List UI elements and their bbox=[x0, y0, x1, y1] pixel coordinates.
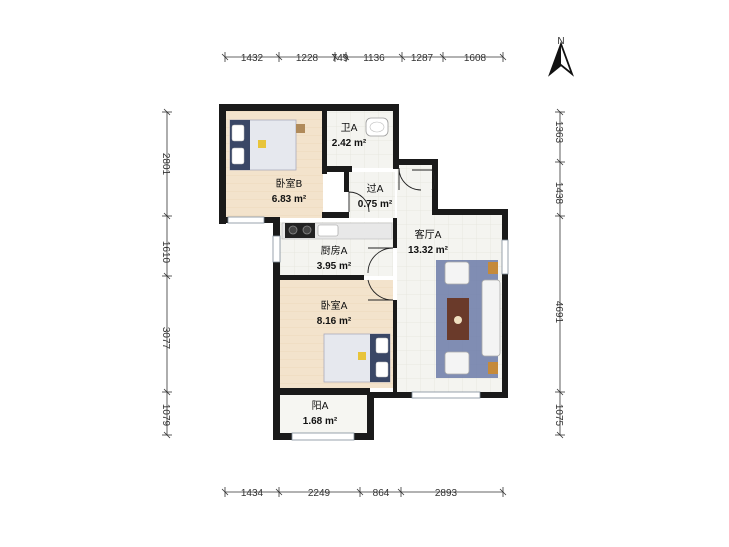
bed-b bbox=[229, 119, 305, 171]
top-dim-label: 1432 bbox=[241, 53, 264, 64]
room-name: 卧室B bbox=[276, 177, 303, 190]
room-area: 13.32 m² bbox=[408, 245, 449, 256]
bottom-dim-label: 864 bbox=[373, 488, 390, 499]
room-area: 1.68 m² bbox=[303, 416, 338, 427]
room-area: 3.95 m² bbox=[317, 261, 352, 272]
dimension-tick bbox=[398, 53, 406, 61]
top-dim-label: 1287 bbox=[411, 53, 434, 64]
dimension-tick bbox=[556, 158, 564, 166]
top-dim-label: 1136 bbox=[363, 53, 385, 64]
bathroom-fixtures bbox=[365, 117, 389, 137]
room-labels: 卫A 2.42 m² 卧室B 6.83 m² 过A 0.75 m² 厨房A 3.… bbox=[272, 123, 449, 427]
dimension-tick bbox=[221, 488, 229, 496]
bottom-dim-label: 2893 bbox=[435, 488, 458, 499]
dimension-tick bbox=[163, 108, 171, 116]
dimension-tick bbox=[556, 431, 564, 439]
kitchen-fixtures bbox=[281, 222, 393, 240]
dimension-tick bbox=[221, 53, 229, 61]
dimension-tick bbox=[275, 488, 283, 496]
room-area: 6.83 m² bbox=[272, 194, 307, 205]
right-dim-label: 1363 bbox=[553, 121, 564, 144]
dimension-tick bbox=[163, 388, 171, 396]
room-name: 厨房A bbox=[321, 244, 348, 257]
right-dim-label: 1075 bbox=[553, 404, 564, 427]
room-area: 0.75 m² bbox=[358, 199, 393, 210]
room-name: 阳A bbox=[312, 400, 329, 412]
sink-icon bbox=[317, 224, 339, 237]
dimension-tick bbox=[163, 431, 171, 439]
dimension-tick bbox=[356, 488, 364, 496]
bottom-dim-label: 2249 bbox=[308, 488, 331, 499]
dimension-tick bbox=[163, 212, 171, 220]
dimension-tick bbox=[439, 53, 447, 61]
windows bbox=[227, 216, 509, 441]
right-dim-label: 1438 bbox=[553, 182, 564, 205]
dimension-tick bbox=[331, 53, 339, 61]
bottom-dim-label: 1434 bbox=[241, 488, 264, 499]
room-area: 2.42 m² bbox=[332, 138, 367, 149]
left-dim-label: 3077 bbox=[160, 327, 171, 350]
north-arrow-icon: N bbox=[548, 36, 574, 77]
top-dim-label: 1608 bbox=[464, 53, 487, 64]
dimension-tick bbox=[275, 53, 283, 61]
dimension-tick bbox=[499, 488, 507, 496]
right-dim-label: 4691 bbox=[553, 301, 564, 324]
top-dim-label: 1228 bbox=[296, 53, 319, 64]
room-name: 过A bbox=[367, 182, 384, 195]
left-dimension-line bbox=[162, 108, 172, 439]
doors bbox=[348, 167, 436, 301]
dimension-tick bbox=[397, 488, 405, 496]
dimension-tick bbox=[163, 272, 171, 280]
balcony-floor bbox=[280, 395, 370, 439]
sofa-icon bbox=[481, 279, 501, 357]
left-dim-label: 2801 bbox=[160, 153, 171, 176]
top-dimension-line bbox=[221, 52, 507, 62]
dimension-tick bbox=[556, 212, 564, 220]
room-name: 卧室A bbox=[321, 299, 348, 312]
left-dim-label: 1610 bbox=[160, 241, 171, 264]
bed-a bbox=[323, 333, 391, 383]
dimension-tick bbox=[556, 388, 564, 396]
room-name: 卫A bbox=[341, 123, 358, 134]
dimension-tick bbox=[342, 53, 350, 61]
armchair-icon bbox=[444, 261, 470, 285]
dimension-tick bbox=[556, 108, 564, 116]
living-furniture bbox=[444, 261, 501, 375]
hallway-floor bbox=[349, 172, 395, 218]
room-area: 8.16 m² bbox=[317, 316, 352, 327]
bottom-dimension-line bbox=[221, 487, 507, 497]
dimension-tick bbox=[499, 53, 507, 61]
top-dim-label: 749 bbox=[332, 53, 349, 64]
right-dimension-line bbox=[555, 108, 565, 439]
room-name: 客厅A bbox=[415, 228, 442, 241]
left-dim-label: 1079 bbox=[160, 404, 171, 427]
armchair-icon bbox=[444, 351, 470, 375]
